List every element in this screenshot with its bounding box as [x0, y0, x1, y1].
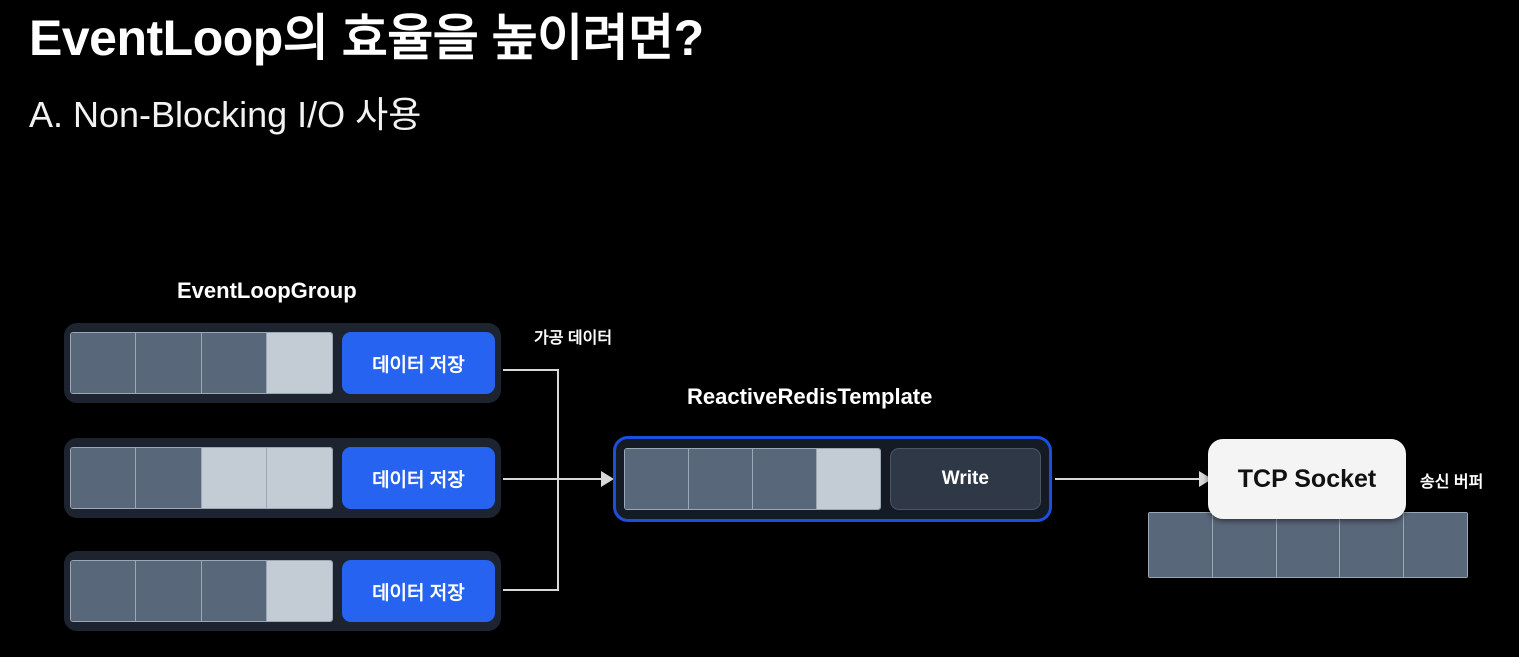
task-cell [267, 448, 332, 508]
event-loop-task-cells [70, 447, 333, 509]
write-button[interactable]: Write [889, 448, 1041, 510]
connector-row3 [503, 589, 559, 591]
task-cell [71, 561, 137, 621]
reactive-redis-template-caption: ReactiveRedisTemplate [687, 384, 933, 409]
page-subtitle: A. Non-Blocking I/O 사용 [29, 94, 422, 135]
reactive-redis-template-box: Write [613, 436, 1052, 522]
task-cell [625, 449, 689, 509]
task-cell [201, 448, 268, 508]
connector-to-redis-template [503, 478, 603, 480]
event-loop-task-cells [70, 560, 333, 622]
event-loop-task-cells [70, 332, 333, 394]
task-cell [267, 333, 332, 393]
send-buffer-label: 송신 버퍼 [1420, 474, 1484, 491]
task-cell [267, 561, 332, 621]
task-cell [71, 333, 137, 393]
task-cell [136, 561, 202, 621]
event-loop-row: 데이터 저장 [64, 551, 501, 631]
tcp-socket-box: TCP Socket [1208, 439, 1406, 519]
task-cell [136, 333, 202, 393]
connector-row1 [503, 369, 559, 371]
task-cell [136, 448, 202, 508]
buffer-cell [1404, 513, 1467, 577]
task-cell [201, 333, 268, 393]
event-loop-row: 데이터 저장 [64, 438, 501, 518]
save-data-button[interactable]: 데이터 저장 [341, 332, 495, 394]
connector-to-tcp-socket [1055, 478, 1201, 480]
tcp-send-buffer [1148, 512, 1468, 578]
buffer-cell [1212, 513, 1277, 577]
event-loop-row: 데이터 저장 [64, 323, 501, 403]
arrow-head-icon [601, 471, 614, 487]
task-cell [816, 449, 880, 509]
buffer-cell [1276, 513, 1341, 577]
connector-vertical-bus [557, 369, 559, 591]
event-loop-group-caption: EventLoopGroup [177, 278, 357, 303]
page-title: EventLoop의 효율을 높이려면? [29, 10, 704, 66]
task-cell [71, 448, 137, 508]
processed-data-label: 가공 데이터 [534, 330, 613, 347]
task-cell [201, 561, 268, 621]
buffer-cell [1149, 513, 1213, 577]
redis-template-task-cells [624, 448, 881, 510]
save-data-button[interactable]: 데이터 저장 [341, 560, 495, 622]
task-cell [688, 449, 753, 509]
buffer-cell [1340, 513, 1405, 577]
save-data-button[interactable]: 데이터 저장 [341, 447, 495, 509]
task-cell [752, 449, 817, 509]
